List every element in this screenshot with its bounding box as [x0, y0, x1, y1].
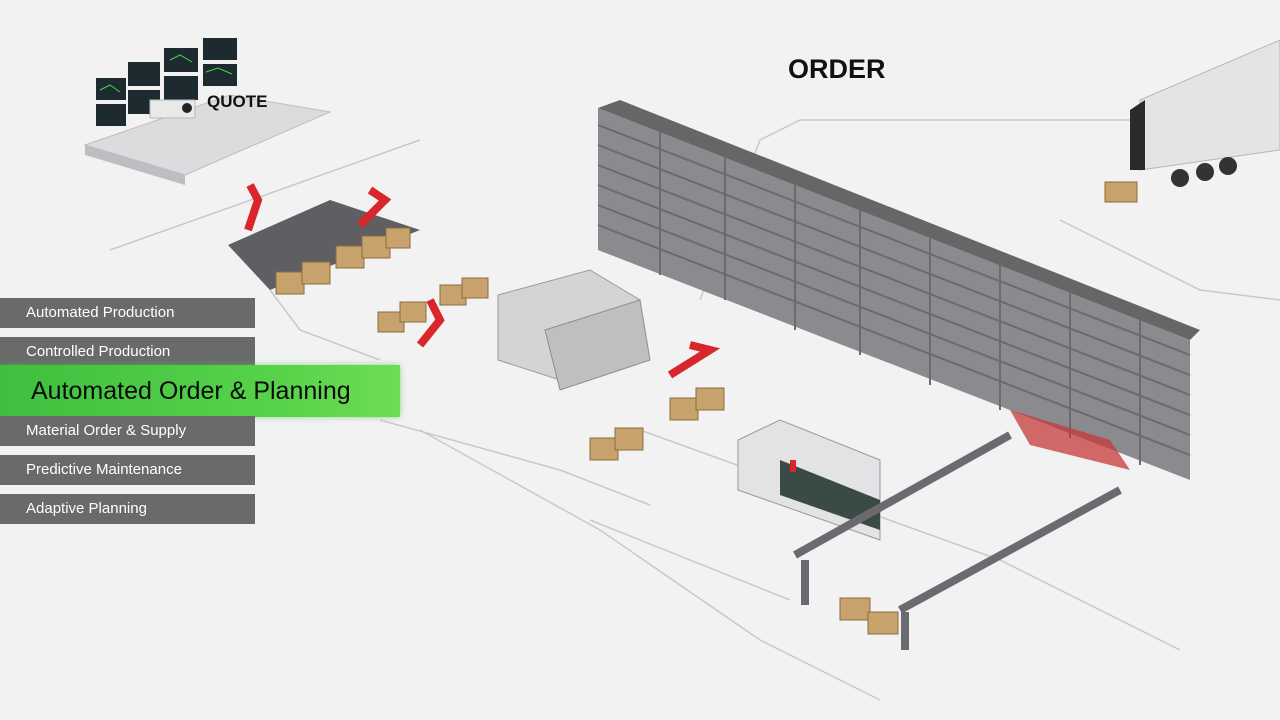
- menu-item-predictive-maintenance[interactable]: Predictive Maintenance: [0, 455, 255, 485]
- control-room: [83, 38, 332, 185]
- robot-cell-1: [228, 183, 420, 295]
- menu-item-adaptive-planning[interactable]: Adaptive Planning: [0, 494, 255, 524]
- menu-item-controlled-production[interactable]: Controlled Production: [0, 337, 255, 367]
- menu-item-automated-order-planning[interactable]: Automated Order & Planning: [0, 365, 400, 417]
- truck: [1104, 39, 1280, 203]
- laser-cutter: [737, 419, 881, 541]
- order-label: ORDER: [788, 54, 886, 84]
- storage-tower: [597, 100, 1200, 480]
- bending-cell: [377, 269, 725, 461]
- gantry: [793, 431, 1122, 650]
- menu-item-material-order-supply[interactable]: Material Order & Supply: [0, 416, 255, 446]
- quote-label: QUOTE: [207, 92, 268, 111]
- sorting-station: [839, 410, 1130, 635]
- menu-item-automated-production[interactable]: Automated Production: [0, 298, 255, 328]
